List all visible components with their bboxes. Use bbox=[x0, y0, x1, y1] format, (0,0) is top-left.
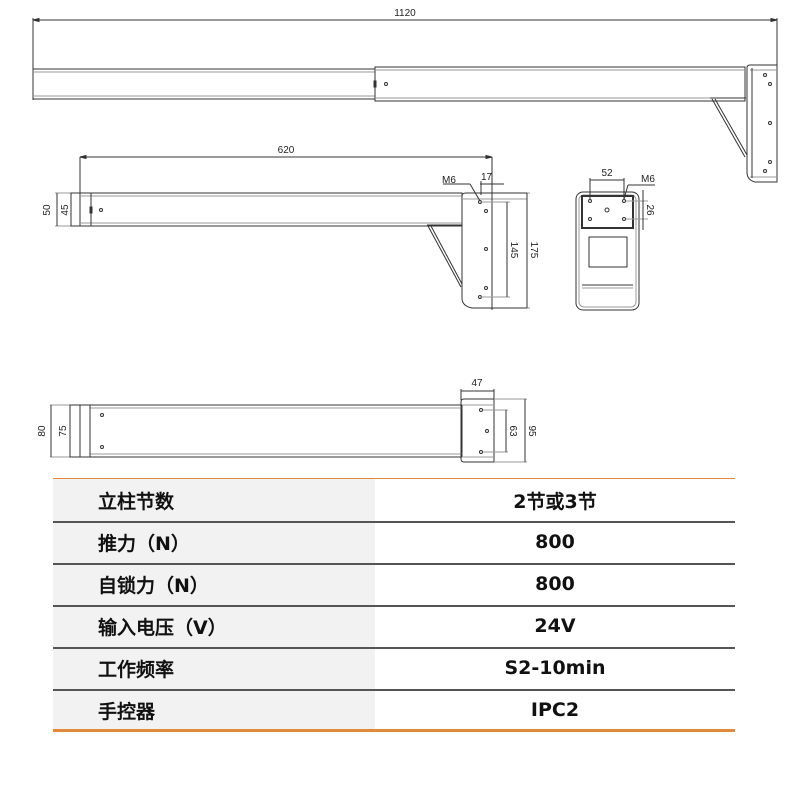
spec-label: 推力（N） bbox=[53, 521, 375, 563]
spec-label: 工作频率 bbox=[53, 647, 375, 689]
spec-value: 800 bbox=[375, 521, 735, 563]
spec-table: 立柱节数 2节或3节 推力（N） 800 自锁力（N） 800 输入电压（V） … bbox=[53, 479, 735, 731]
dim-end-thread: M6 bbox=[641, 174, 655, 185]
technical-drawing: 1120 620 M6 17 50 45 145 175 52 M6 26 80… bbox=[32, 8, 778, 463]
spec-row-duty-cycle: 工作频率 S2-10min bbox=[53, 647, 735, 689]
dim-side-length: 620 bbox=[278, 145, 295, 156]
spec-value: S2-10min bbox=[375, 647, 735, 689]
spec-label: 输入电压（V） bbox=[53, 605, 375, 647]
dim-bottom-inner-height: 75 bbox=[58, 425, 69, 437]
table-bottom-rule bbox=[53, 729, 735, 732]
row-separator bbox=[53, 605, 735, 607]
dim-side-offset: 17 bbox=[481, 172, 493, 183]
dim-bottom-hole-spacing: 63 bbox=[507, 425, 518, 437]
dim-side-thread: M6 bbox=[442, 175, 456, 186]
side-view bbox=[55, 154, 530, 310]
top-view bbox=[32, 17, 778, 183]
dim-overall-length: 1120 bbox=[394, 8, 416, 19]
row-separator bbox=[53, 563, 735, 565]
dim-side-inner-height: 45 bbox=[60, 204, 71, 216]
dim-side-plate-height: 175 bbox=[528, 242, 539, 259]
spec-row-voltage: 输入电压（V） 24V bbox=[53, 605, 735, 647]
spec-label: 自锁力（N） bbox=[53, 563, 375, 605]
spec-value: 800 bbox=[375, 563, 735, 605]
dim-bottom-plate-width: 47 bbox=[471, 378, 483, 389]
dim-end-hole-spacing-w: 52 bbox=[601, 168, 613, 179]
dim-end-hole-spacing-h: 26 bbox=[644, 204, 655, 216]
spec-row-thrust: 推力（N） 800 bbox=[53, 521, 735, 563]
spec-value: IPC2 bbox=[375, 689, 735, 731]
spec-row-self-lock: 自锁力（N） 800 bbox=[53, 563, 735, 605]
end-view bbox=[575, 178, 655, 311]
dim-bottom-outer-height: 80 bbox=[37, 425, 48, 437]
spec-value: 2节或3节 bbox=[375, 479, 735, 521]
dim-bottom-plate-height: 95 bbox=[526, 425, 537, 437]
row-separator bbox=[53, 689, 735, 691]
dim-side-outer-height: 50 bbox=[42, 204, 53, 216]
spec-row-controller: 手控器 IPC2 bbox=[53, 689, 735, 731]
spec-row-sections: 立柱节数 2节或3节 bbox=[53, 479, 735, 521]
spec-label: 手控器 bbox=[53, 689, 375, 731]
spec-value: 24V bbox=[375, 605, 735, 647]
spec-label: 立柱节数 bbox=[53, 479, 375, 521]
dim-side-hole-spacing: 145 bbox=[508, 242, 519, 259]
bottom-view bbox=[50, 389, 527, 463]
row-separator bbox=[53, 647, 735, 649]
row-separator bbox=[53, 521, 735, 523]
